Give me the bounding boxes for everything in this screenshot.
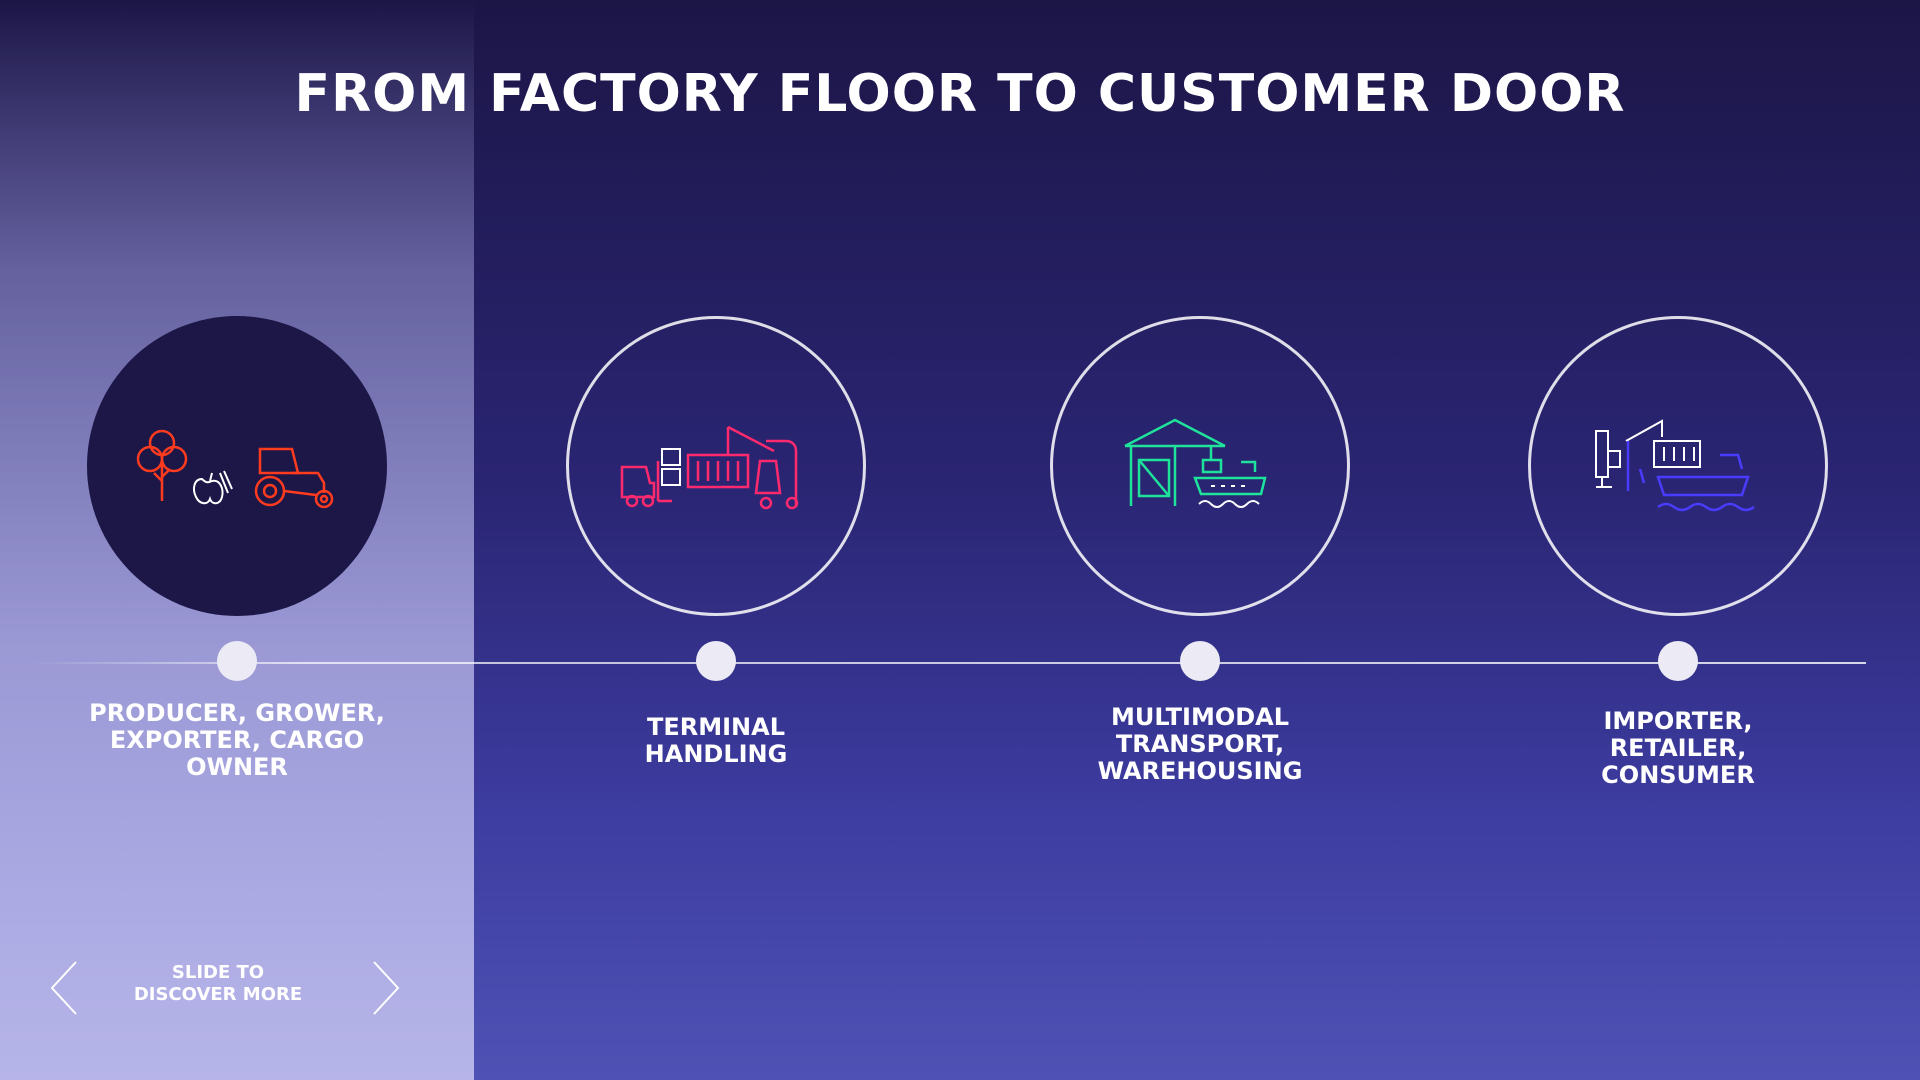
crane-container-ship-icon [1595, 419, 1755, 512]
stage-label: PRODUCER, GROWER, EXPORTER, CARGO OWNER [89, 699, 385, 781]
next-slide-button[interactable] [370, 960, 410, 1016]
prev-slide-button[interactable] [48, 960, 88, 1016]
timeline-dot[interactable] [217, 641, 257, 681]
page-title: FROM FACTORY FLOOR TO CUSTOMER DOOR [294, 64, 1626, 124]
forklift-container-crane-icon [620, 425, 799, 510]
stage-circle[interactable] [566, 316, 866, 616]
chevron-right-icon [373, 961, 400, 1015]
timeline-dot[interactable] [696, 641, 736, 681]
stage-label: MULTIMODAL TRANSPORT, WAREHOUSING [1097, 703, 1303, 785]
timeline-dot[interactable] [1658, 641, 1698, 681]
stage-circle[interactable] [1528, 316, 1828, 616]
stage-label: TERMINAL HANDLING [644, 713, 788, 768]
slide-navigation: SLIDE TO DISCOVER MORE [48, 960, 408, 1016]
slide-hint: SLIDE TO DISCOVER MORE [133, 962, 303, 1005]
timeline-line [30, 662, 1866, 664]
tree-apple-tractor-icon [136, 429, 334, 509]
timeline-dot[interactable] [1180, 641, 1220, 681]
gantry-crane-ship-icon [1124, 418, 1267, 508]
chevron-left-icon [50, 961, 77, 1015]
stage-label: IMPORTER, RETAILER, CONSUMER [1601, 707, 1755, 789]
stage-circle[interactable] [1050, 316, 1350, 616]
stage-circle[interactable] [87, 316, 387, 616]
